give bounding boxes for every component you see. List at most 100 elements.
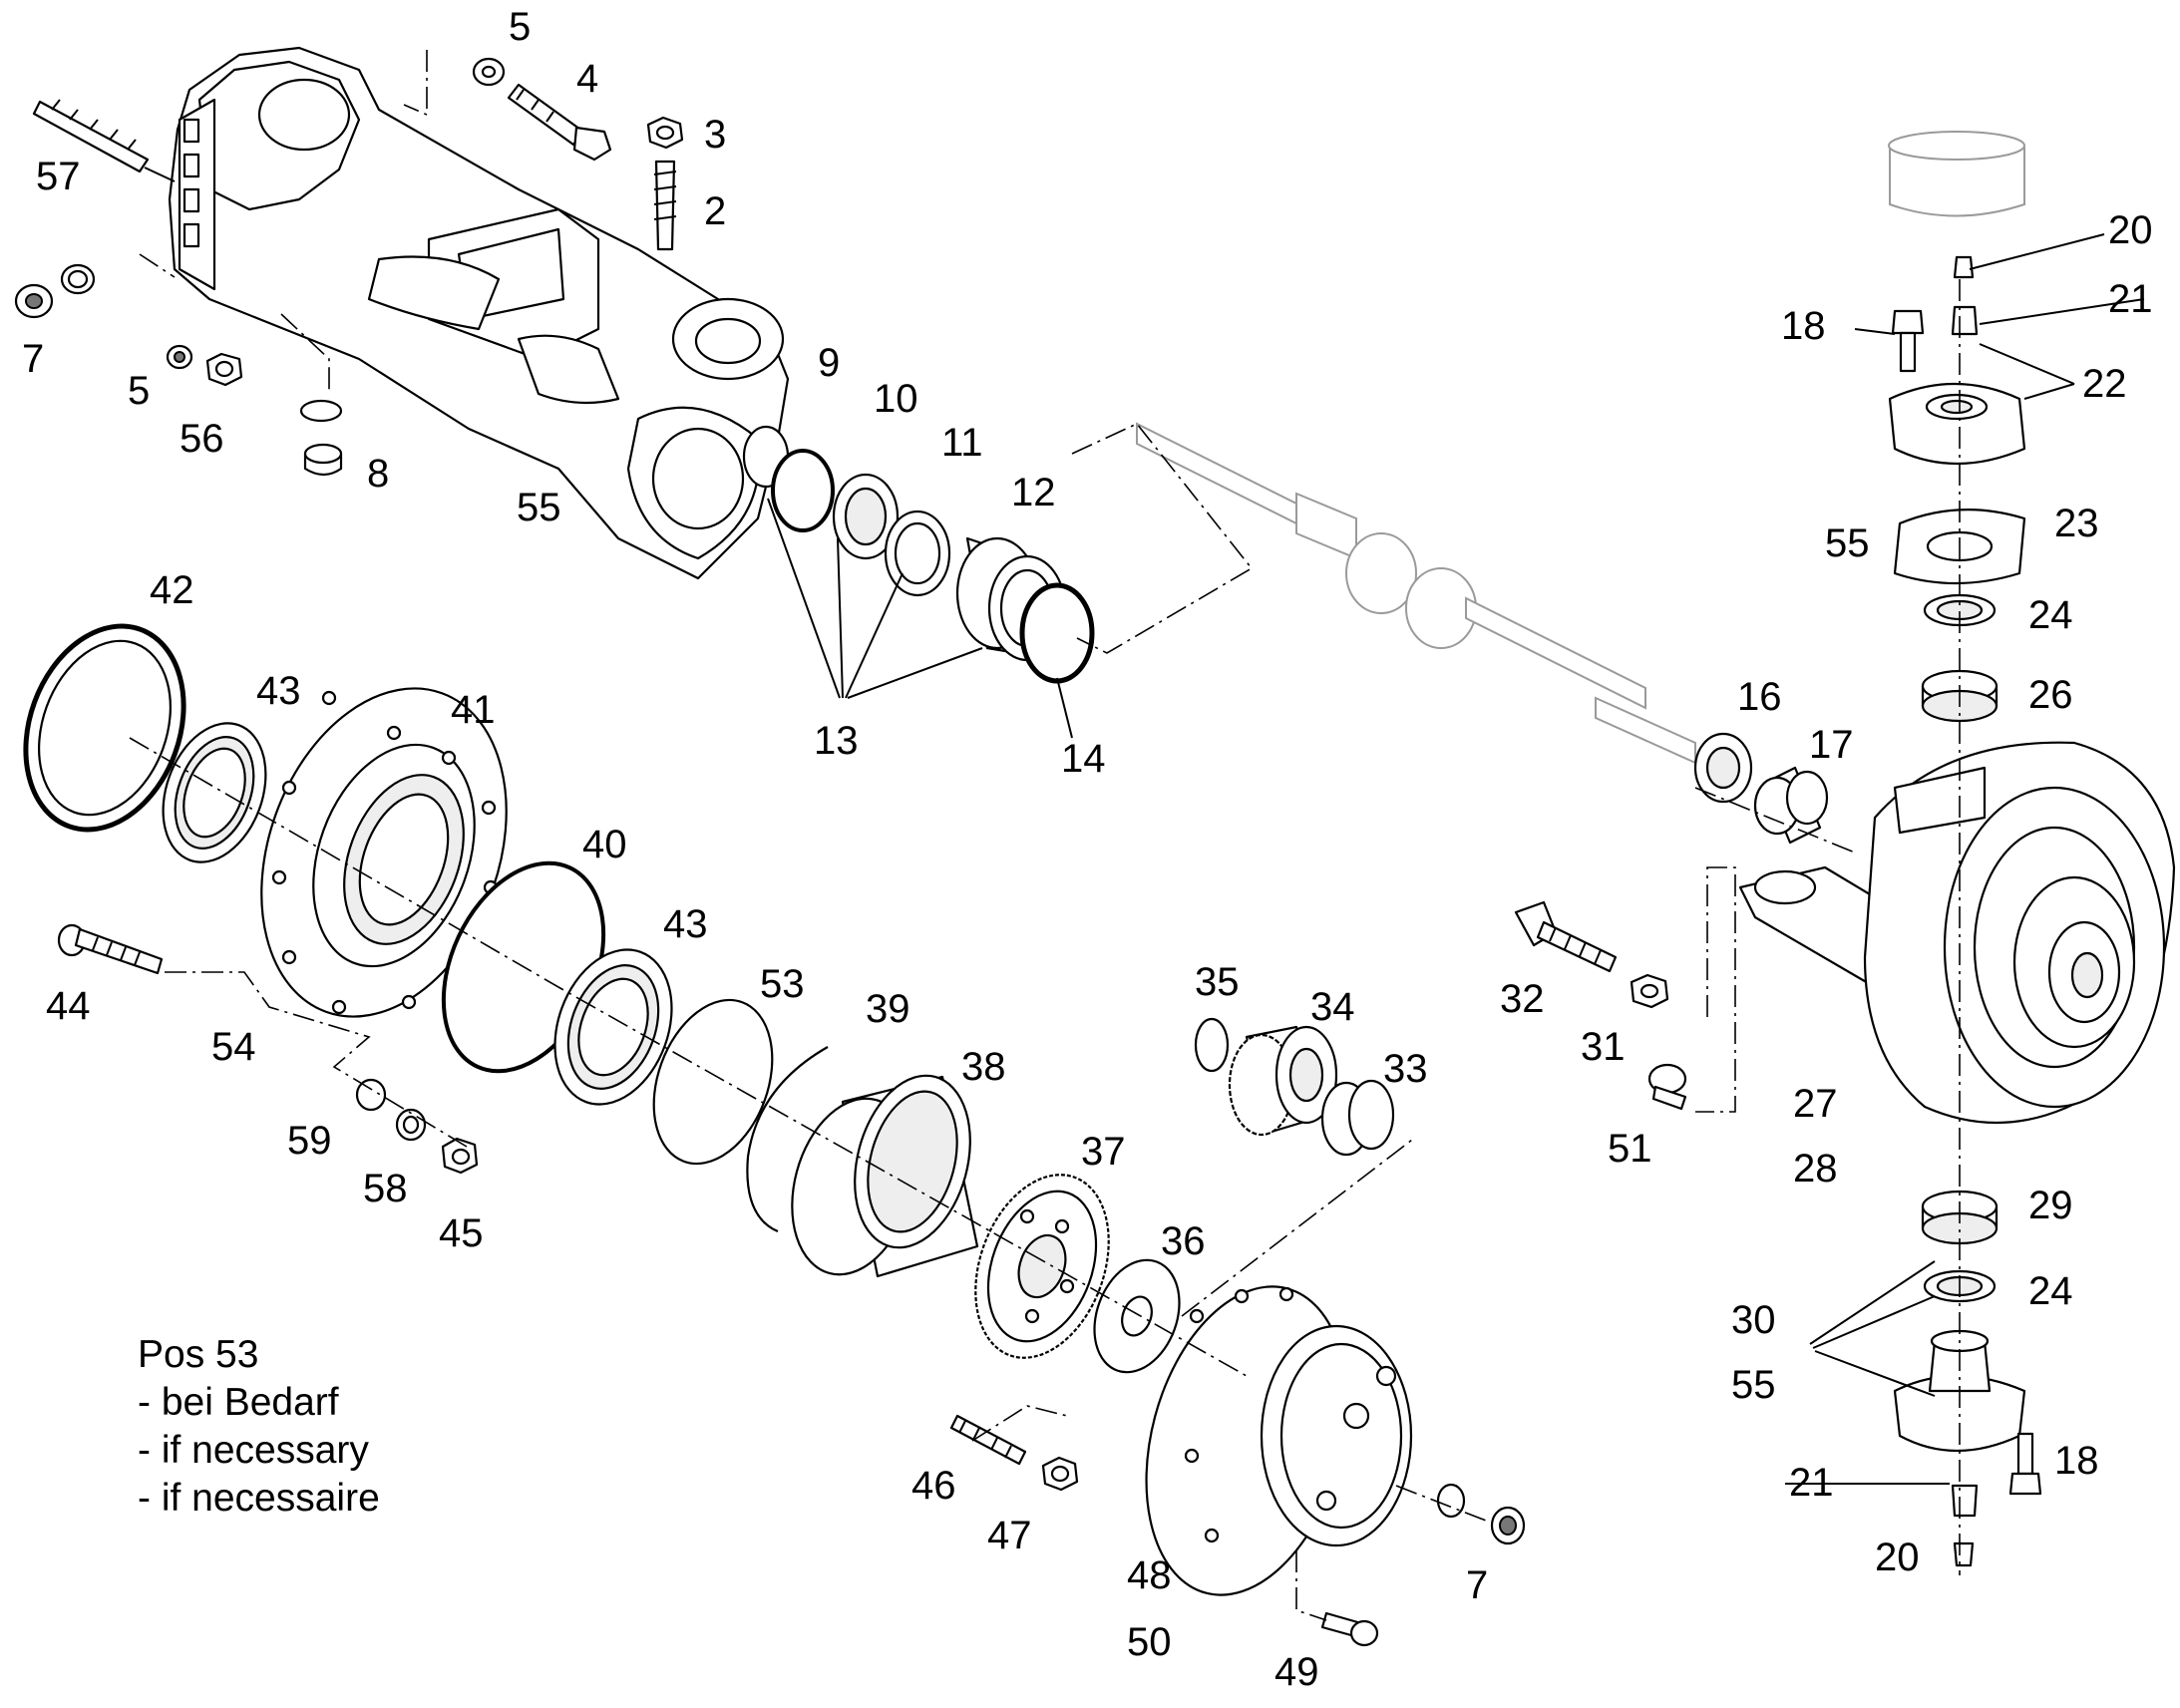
label-24-bottom: 24 — [2028, 1269, 2073, 1313]
label-11: 11 — [941, 421, 983, 465]
label-8: 8 — [367, 452, 389, 496]
label-3: 3 — [704, 113, 726, 157]
label-23: 23 — [2054, 502, 2099, 545]
grease-nipple-21-bottom — [1951, 1484, 1979, 1518]
bolt-44 — [57, 923, 164, 975]
label-20-bottom: 20 — [1875, 1536, 1920, 1579]
nut-45 — [441, 1137, 479, 1175]
label-46: 46 — [911, 1464, 956, 1508]
nut-56 — [205, 352, 243, 387]
axle-housing — [168, 46, 790, 580]
stud-2 — [653, 160, 677, 251]
bearing-43-left — [162, 722, 267, 863]
label-55-housing: 55 — [517, 486, 561, 529]
stud-57 — [32, 99, 150, 173]
label-58: 58 — [363, 1167, 408, 1210]
label-18-top: 18 — [1781, 304, 1826, 348]
label-34: 34 — [1310, 985, 1355, 1029]
grease-nipple-20-top — [1953, 255, 1975, 279]
label-35: 35 — [1195, 960, 1240, 1004]
label-54: 54 — [211, 1025, 256, 1069]
position-53-note: Pos 53 - bei Bedarf - if necessary - if … — [138, 1331, 380, 1523]
note-title: Pos 53 — [138, 1333, 259, 1376]
washer-58 — [395, 1108, 427, 1142]
label-4: 4 — [576, 57, 598, 101]
label-14: 14 — [1061, 737, 1106, 781]
o-ring-14 — [1019, 582, 1095, 684]
label-22: 22 — [2082, 362, 2127, 406]
shim-53 — [652, 998, 774, 1166]
label-9: 9 — [818, 341, 840, 385]
label-32: 32 — [1500, 977, 1545, 1021]
bearing-cap-22 — [1888, 382, 2026, 466]
bushing-59 — [355, 1078, 387, 1112]
note-line-french: - if necessaire — [138, 1477, 380, 1520]
label-56: 56 — [180, 417, 224, 461]
label-48: 48 — [1127, 1553, 1172, 1597]
label-53: 53 — [760, 962, 805, 1006]
label-5-lower: 5 — [128, 369, 150, 413]
label-43-right: 43 — [663, 902, 708, 946]
label-55-shim: 55 — [1825, 521, 1870, 565]
note-line-german: - bei Bedarf — [138, 1381, 339, 1424]
cap-top — [1888, 131, 2025, 217]
centerlines — [129, 50, 1961, 1621]
bolt-18-top — [1891, 309, 1925, 373]
gear-34 — [1228, 1025, 1338, 1137]
seal-42 — [23, 623, 186, 833]
label-7-left: 7 — [22, 337, 44, 381]
label-18-bottom: 18 — [2054, 1439, 2099, 1483]
circlip-35 — [1194, 1017, 1230, 1073]
label-7-right: 7 — [1466, 1563, 1488, 1607]
plug-7-right — [1436, 1483, 1526, 1545]
label-51: 51 — [1608, 1127, 1652, 1171]
needle-bearing-17 — [1753, 766, 1829, 845]
label-57: 57 — [36, 155, 81, 198]
grease-nipple-21-top — [1951, 305, 1979, 336]
label-42: 42 — [150, 568, 194, 612]
label-26: 26 — [2028, 673, 2073, 717]
label-24-top: 24 — [2028, 593, 2073, 637]
plug-51 — [1647, 1063, 1687, 1111]
ring-10 — [771, 449, 835, 532]
thrust-washer-36 — [1093, 1258, 1181, 1374]
label-2: 2 — [704, 189, 726, 233]
label-27: 27 — [1793, 1082, 1838, 1126]
label-5-top: 5 — [509, 5, 531, 49]
label-59: 59 — [287, 1119, 332, 1163]
label-50: 50 — [1127, 1620, 1172, 1664]
washer-5-lower — [166, 344, 193, 370]
seal-11 — [832, 473, 900, 560]
leader-lines — [144, 167, 2145, 1485]
ring-12 — [884, 510, 951, 597]
label-16: 16 — [1737, 675, 1782, 719]
plug-7-left — [14, 263, 96, 319]
wheel-hub-41 — [260, 687, 508, 1018]
label-21-top: 21 — [2108, 277, 2153, 321]
label-38: 38 — [961, 1045, 1006, 1089]
label-20-top: 20 — [2108, 208, 2153, 252]
label-43-left: 43 — [256, 669, 301, 713]
bolt-4 — [507, 83, 612, 162]
grease-nipple-20-bottom — [1953, 1541, 1975, 1567]
label-55-bottom: 55 — [1731, 1363, 1776, 1407]
label-31: 31 — [1581, 1025, 1626, 1069]
ring-gear-38 — [791, 1074, 979, 1278]
label-29: 29 — [2028, 1184, 2073, 1227]
plug-8 — [299, 399, 343, 477]
nut-47 — [1041, 1456, 1079, 1492]
note-line-english: - if necessary — [138, 1429, 369, 1472]
label-44: 44 — [46, 984, 91, 1028]
seal-16 — [1693, 732, 1753, 804]
stud-46 — [949, 1414, 1027, 1466]
label-47: 47 — [987, 1514, 1032, 1557]
part-labels: 57 5 4 3 2 7 5 56 8 55 9 10 11 12 13 14 … — [22, 5, 2153, 1694]
label-21-bottom: 21 — [1789, 1461, 1834, 1505]
label-33: 33 — [1383, 1047, 1428, 1091]
label-37: 37 — [1081, 1130, 1126, 1174]
label-10: 10 — [874, 377, 918, 421]
bolt-32 — [1514, 900, 1618, 973]
needle-bearing-33 — [1320, 1079, 1395, 1157]
label-40: 40 — [582, 823, 627, 866]
